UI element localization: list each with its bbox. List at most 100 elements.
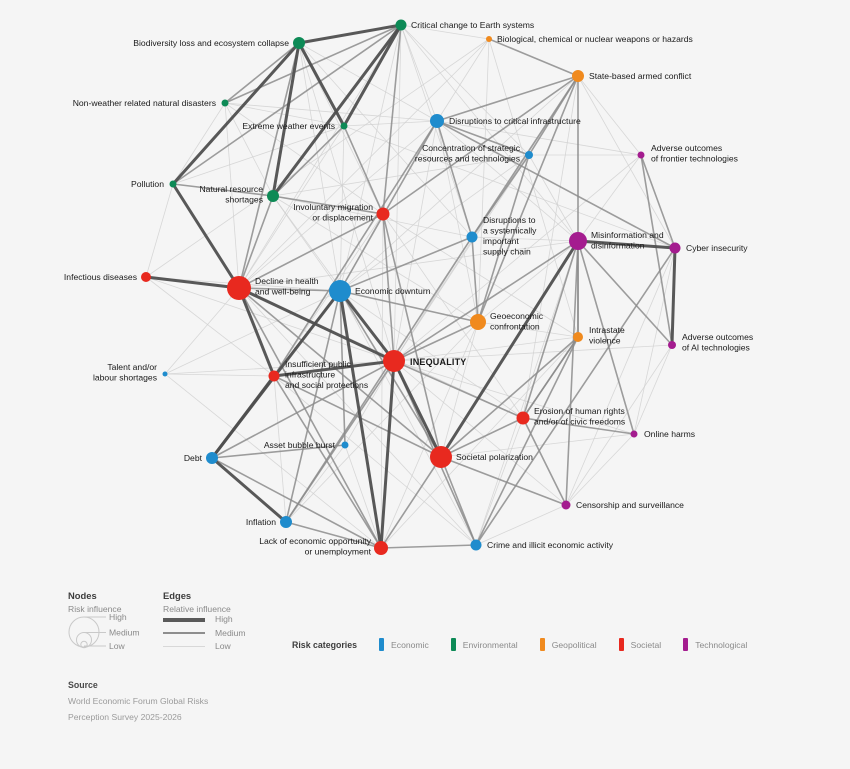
network-edge xyxy=(475,247,676,546)
network-edge xyxy=(224,102,438,122)
network-node[interactable] xyxy=(430,446,452,468)
network-edge xyxy=(393,321,479,362)
network-node[interactable] xyxy=(267,190,279,202)
network-edge xyxy=(339,125,345,292)
network-node[interactable] xyxy=(221,99,229,107)
network-node[interactable] xyxy=(374,541,388,555)
network-edge xyxy=(285,360,395,523)
edge-scale-row-medium: Medium xyxy=(163,627,268,641)
network-edge xyxy=(488,38,579,338)
network-node[interactable] xyxy=(561,500,571,510)
network-node[interactable] xyxy=(668,341,676,349)
network-edge xyxy=(145,276,275,377)
node-label: Crime and illicit economic activity xyxy=(487,540,614,550)
network-node[interactable] xyxy=(669,242,681,254)
network-edge xyxy=(477,321,579,338)
node-size-scale: High Medium Low xyxy=(68,613,140,651)
network-edge xyxy=(565,433,635,506)
network-node[interactable] xyxy=(227,276,251,300)
network-edge xyxy=(393,154,530,362)
network-edge xyxy=(210,374,276,460)
category-color-swatch xyxy=(450,638,456,651)
network-node[interactable] xyxy=(280,516,292,528)
network-node[interactable] xyxy=(162,371,168,377)
network-node[interactable] xyxy=(341,441,349,449)
network-node[interactable] xyxy=(630,430,638,438)
risk-category-environmental[interactable]: Environmental xyxy=(450,638,518,651)
network-node[interactable] xyxy=(486,36,492,42)
network-edge xyxy=(393,24,402,362)
network-node[interactable] xyxy=(573,332,583,342)
network-node[interactable] xyxy=(206,452,218,464)
network-edge xyxy=(338,289,396,363)
network-node[interactable] xyxy=(340,122,348,130)
network-node[interactable] xyxy=(395,19,407,31)
risk-category-geopolitical[interactable]: Geopolitical xyxy=(539,638,597,651)
network-edge xyxy=(640,154,676,249)
network-edge xyxy=(439,239,580,459)
network-edge xyxy=(488,38,579,77)
edge-scale-label-medium: Medium xyxy=(215,627,246,638)
node-scale-label-medium: Medium xyxy=(109,628,140,638)
network-node[interactable] xyxy=(376,207,390,221)
network-node[interactable] xyxy=(572,70,584,82)
network-edge xyxy=(211,457,382,549)
network-node[interactable] xyxy=(293,37,305,49)
network-node[interactable] xyxy=(329,280,351,302)
network-edge xyxy=(380,456,442,549)
node-label: Debt xyxy=(184,453,203,463)
network-edge xyxy=(565,344,673,506)
risk-category-economic[interactable]: Economic xyxy=(379,638,429,651)
network-edge xyxy=(211,360,395,459)
network-edge xyxy=(436,38,490,122)
network-edge xyxy=(339,290,479,323)
network-node[interactable] xyxy=(466,231,478,243)
edge-swatch-low xyxy=(163,646,205,648)
network-edge xyxy=(172,183,274,197)
network-edge xyxy=(210,456,288,524)
network-edge xyxy=(640,154,673,346)
risk-category-societal[interactable]: Societal xyxy=(618,638,661,651)
network-node[interactable] xyxy=(141,272,151,282)
network-edge xyxy=(339,236,473,292)
network-node[interactable] xyxy=(470,539,482,551)
network-edge xyxy=(436,120,473,238)
network-edge xyxy=(237,286,276,378)
category-label: Economic xyxy=(391,639,429,650)
edge-swatch-high xyxy=(163,617,205,622)
network-edge xyxy=(164,290,341,375)
network-edge xyxy=(343,120,438,127)
network-node[interactable] xyxy=(516,411,530,425)
network-node[interactable] xyxy=(430,114,444,128)
node-label: Inflation xyxy=(246,517,276,527)
network-edge xyxy=(471,75,579,238)
network-edge xyxy=(172,24,402,185)
network-node[interactable] xyxy=(268,370,280,382)
network-node[interactable] xyxy=(525,151,533,159)
network-edge xyxy=(145,183,174,278)
network-node[interactable] xyxy=(470,314,486,330)
network-edge xyxy=(436,120,530,156)
network-edge xyxy=(382,213,395,362)
category-label: Geopolitical xyxy=(551,639,597,650)
node-label: Societal polarization xyxy=(456,452,533,462)
risk-category-technological[interactable]: Technological xyxy=(683,638,747,651)
edge-scale-row-high: High xyxy=(163,613,268,627)
node-label: Censorship and surveillance xyxy=(576,500,684,510)
network-node[interactable] xyxy=(383,350,405,372)
network-edge xyxy=(338,289,383,550)
network-edge xyxy=(393,360,567,506)
network-node[interactable] xyxy=(637,151,645,159)
network-edge xyxy=(528,75,579,156)
network-edge xyxy=(440,433,635,458)
source-block: Source World Economic Forum Global Risks… xyxy=(68,680,208,722)
node-scale-label-high: High xyxy=(109,613,127,622)
network-edge xyxy=(393,120,438,362)
network-edge xyxy=(224,102,240,289)
node-label: Critical change to Earth systems xyxy=(411,20,534,30)
network-edge xyxy=(400,24,530,156)
network-node[interactable] xyxy=(169,180,177,188)
network-edge xyxy=(382,24,402,215)
network-node[interactable] xyxy=(569,232,587,250)
